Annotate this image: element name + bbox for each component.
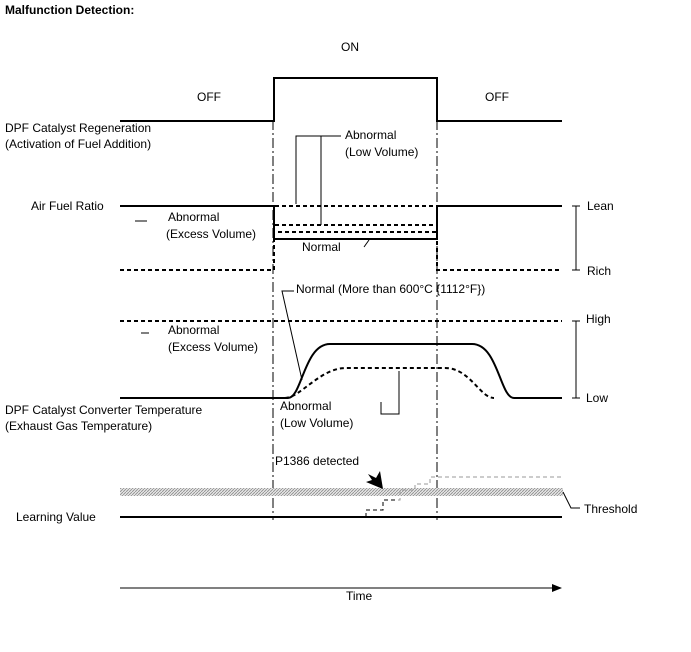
abnormal-low-label-line2: (Low Volume) xyxy=(345,145,418,159)
temperature-abnormal-excess-line2: (Excess Volume) xyxy=(168,340,258,354)
diagram-title: Malfunction Detection: xyxy=(5,3,134,17)
normal-temperature-note: Normal (More than 600°C {1112°F}) xyxy=(296,282,485,296)
temperature-label-line2: (Exhaust Gas Temperature) xyxy=(5,419,152,433)
regeneration-label-line2: (Activation of Fuel Addition) xyxy=(5,137,151,151)
high-label: High xyxy=(586,312,611,326)
air-fuel-normal-line xyxy=(120,205,562,240)
abnormal-low-leader-1 xyxy=(295,135,341,204)
learning-value-label: Learning Value xyxy=(16,510,96,524)
air-fuel-excess-volume-line xyxy=(120,231,562,271)
abnormal-low-label-line1: Abnormal xyxy=(345,128,396,142)
learning-value-trace xyxy=(365,476,562,517)
p1386-arrow-icon xyxy=(366,471,383,489)
lean-label: Lean xyxy=(587,199,614,213)
regeneration-signal-line xyxy=(120,77,562,122)
threshold-leader xyxy=(562,491,580,509)
temperature-abnormal-excess-line1: Abnormal xyxy=(168,323,219,337)
temperature-label-line1: DPF Catalyst Converter Temperature xyxy=(5,403,203,417)
off-right-label: OFF xyxy=(485,90,509,104)
on-label: ON xyxy=(341,40,359,54)
rich-label: Rich xyxy=(587,264,611,278)
air-fuel-abnormal-excess-line2: (Excess Volume) xyxy=(166,227,256,241)
temperature-low-leader xyxy=(380,371,400,415)
air-fuel-normal-leader xyxy=(363,239,370,248)
temperature-normal-curve xyxy=(120,343,562,399)
high-low-scale xyxy=(572,320,580,399)
air-fuel-abnormal-excess-line1: Abnormal xyxy=(168,210,219,224)
temperature-abnormal-low-line2: (Low Volume) xyxy=(280,416,353,430)
time-axis-label: Time xyxy=(346,589,373,603)
temperature-low-volume-curve xyxy=(284,367,495,399)
temperature-abnormal-low-line1: Abnormal xyxy=(280,399,331,413)
normal-temperature-leader xyxy=(281,290,303,381)
threshold-label: Threshold xyxy=(584,502,637,516)
lean-rich-scale xyxy=(572,205,580,271)
learning-value-trace-dark xyxy=(365,499,395,517)
off-left-label: OFF xyxy=(197,90,221,104)
regeneration-label-line1: DPF Catalyst Regeneration xyxy=(5,121,151,135)
low-label: Low xyxy=(586,391,608,405)
threshold-band xyxy=(120,488,563,496)
air-fuel-ratio-label: Air Fuel Ratio xyxy=(31,199,104,213)
p1386-detected-label: P1386 detected xyxy=(275,454,359,468)
air-fuel-normal-label: Normal xyxy=(302,240,341,254)
